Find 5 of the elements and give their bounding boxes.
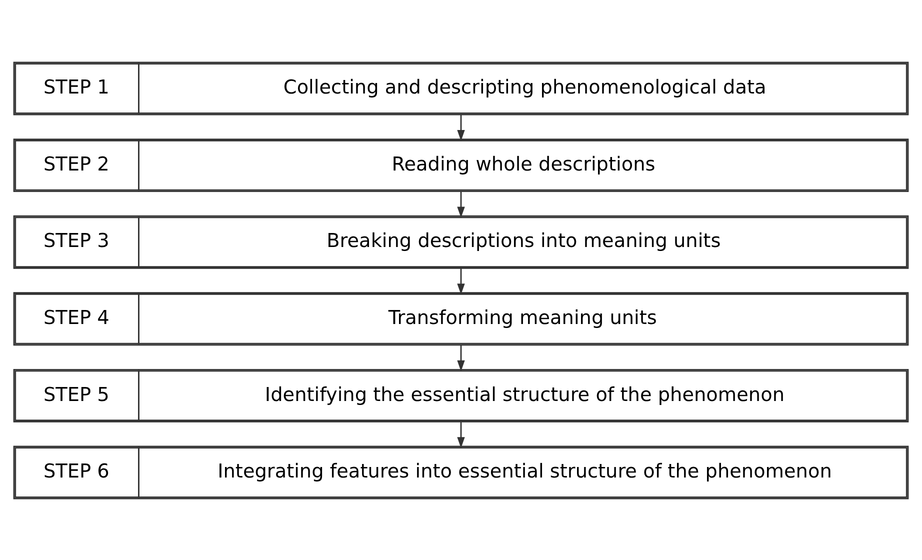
arrow [457, 344, 465, 371]
arrow [457, 191, 465, 218]
arrow [457, 268, 465, 294]
arrow [457, 422, 465, 448]
arrow [457, 114, 465, 140]
